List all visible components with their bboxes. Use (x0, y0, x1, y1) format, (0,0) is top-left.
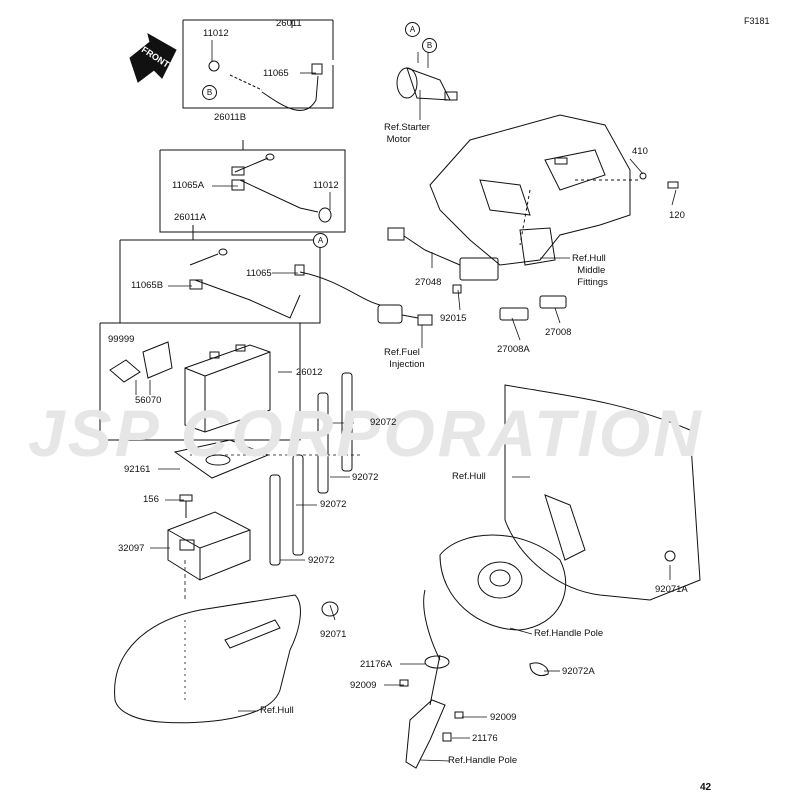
part-label: 92072 (352, 472, 379, 483)
part-label: 156 (143, 494, 159, 505)
part-label: 92071 (320, 629, 347, 640)
sticker-56070 (142, 341, 173, 379)
bolt-156 (179, 494, 193, 518)
part-label: 92071A (655, 584, 688, 595)
part-label: 92015 (440, 313, 467, 324)
part-label: 27008 (545, 327, 572, 338)
wire-harness-26011 (208, 60, 323, 111)
relay-27048 (387, 227, 499, 294)
part-label: 92161 (124, 464, 151, 475)
strap-92072-b (317, 392, 329, 494)
part-label: 99999 (108, 334, 135, 345)
part-label: 21176A (360, 659, 393, 670)
part-label: 21176 (472, 733, 498, 744)
part-label: 92072 (308, 555, 335, 566)
part-label: 11065 (263, 68, 289, 79)
part-label: 92009 (490, 712, 517, 723)
part-label: 410 (632, 146, 648, 157)
ref-hull-middle-fittings: Ref.Hull Middle Fittings (572, 253, 608, 288)
handle-pole-plate (399, 534, 567, 769)
part-label: 92009 (350, 680, 377, 691)
part-label: 11012 (313, 180, 339, 191)
wire-harness-26011A (189, 248, 381, 319)
part-label: 26011B (214, 112, 247, 123)
hull-bottom (114, 594, 339, 724)
plate-92161 (173, 439, 270, 479)
starter-motor (396, 67, 458, 101)
marker-b: B (422, 38, 437, 53)
ref-hull: Ref.Hull (452, 471, 486, 482)
part-label: 27048 (415, 277, 442, 288)
fuel-injection-connector (377, 304, 433, 326)
part-label: 32097 (118, 543, 145, 554)
marker-b: B (202, 85, 217, 100)
part-label: 92072 (370, 417, 397, 428)
part-label: 56070 (135, 395, 162, 406)
wire-harness-26011B (231, 153, 332, 223)
frame-battery (99, 322, 301, 441)
frame-26011B (159, 140, 346, 233)
part-label: 11065 (246, 268, 272, 279)
leader-lines (135, 40, 677, 762)
part-label: 26011 (276, 18, 302, 29)
part-label: 11012 (203, 28, 229, 39)
part-label: 26012 (296, 367, 323, 378)
sticker-99999 (109, 359, 141, 383)
ref-handle-pole: Ref.Handle Pole (534, 628, 604, 639)
page-number: 42 (700, 782, 712, 793)
ref-fuel-injection: Ref.Fuel Injection (384, 347, 425, 370)
part-label: 11065B (131, 280, 164, 291)
battery-26012 (184, 344, 271, 433)
part-label: 11065A (172, 180, 205, 191)
marker-a: A (405, 22, 420, 37)
fuse-27008 (499, 295, 567, 321)
marker-a: A (313, 233, 328, 248)
frame-26011A (119, 225, 321, 324)
frame-26011 (182, 19, 334, 109)
part-label: 92072 (320, 499, 347, 510)
part-label: 92072A (562, 666, 595, 677)
strap-92072-c (292, 454, 304, 556)
hull-middle (429, 114, 679, 266)
strap-92072-a (341, 372, 353, 472)
ref-hull: Ref.Hull (260, 705, 294, 716)
figure-code: F3181 (744, 16, 770, 26)
ref-handle-pole: Ref.Handle Pole (448, 755, 518, 766)
part-label: 26011A (174, 212, 207, 223)
part-label: 27008A (497, 344, 530, 355)
hull-right (504, 384, 701, 601)
ref-starter-motor: Ref.Starter Motor (384, 122, 430, 145)
front-arrow-shape (129, 32, 177, 83)
case-32097 (167, 511, 251, 581)
strap-92072-d (269, 474, 281, 566)
part-label: 120 (669, 210, 685, 221)
